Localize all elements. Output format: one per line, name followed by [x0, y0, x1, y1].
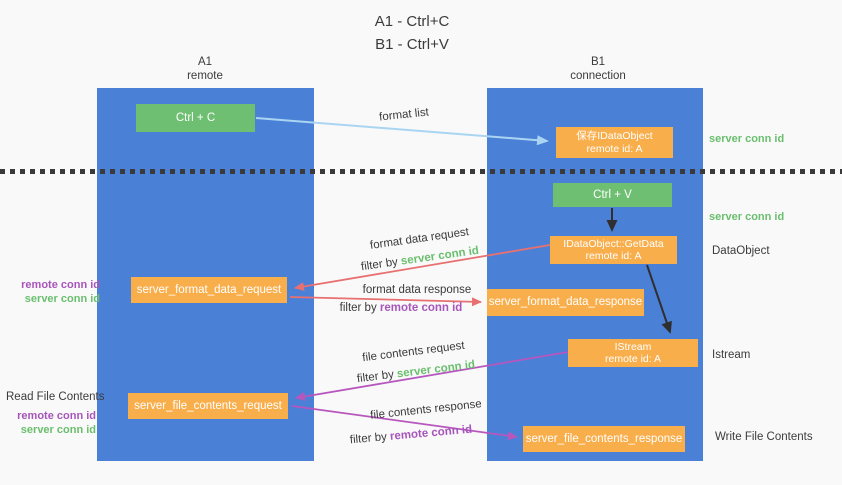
- node-istream: IStream remote id: A: [568, 339, 698, 367]
- node-ctrl-c-label: Ctrl + C: [175, 111, 216, 124]
- annotation-server-conn-id-top: server conn id: [709, 133, 785, 145]
- node-server-format-data-request: server_format_data_request: [131, 277, 287, 303]
- node-istream-line1: IStream: [614, 340, 652, 353]
- annotation-write-file-contents: Write File Contents: [715, 431, 813, 443]
- label-filter-file-contents-response: filter by remote conn id: [346, 423, 477, 447]
- node-idataobject-getdata-line1: IDataObject::GetData: [563, 237, 664, 250]
- node-server-file-contents-response-label: server_file_contents_response: [525, 432, 683, 445]
- lifeline-header-b1: B1 connection: [528, 56, 668, 83]
- filter-prefix: filter by: [349, 430, 391, 447]
- diagram-title: A1 - Ctrl+C B1 - Ctrl+V: [262, 10, 562, 56]
- node-server-format-data-request-label: server_format_data_request: [136, 283, 282, 296]
- filter-prefix: filter by: [360, 255, 402, 274]
- lifeline-a1-title: A1: [197, 56, 213, 68]
- label-format-data-response: format data response: [362, 284, 472, 296]
- label-format-list: format list: [378, 106, 430, 124]
- filter-prefix: filter by: [356, 368, 398, 386]
- title-line-1: A1 - Ctrl+C: [374, 13, 450, 30]
- annotation-remote-conn-id-top: remote conn id: [21, 279, 100, 291]
- lifeline-b1-subtitle: connection: [570, 69, 626, 82]
- phase-separator-dotted-line: [0, 169, 842, 174]
- annotation-server-conn-id-left-bottom: server conn id: [20, 424, 96, 436]
- node-server-file-contents-request: server_file_contents_request: [128, 393, 288, 419]
- node-save-idataobject-line2: remote id: A: [586, 142, 643, 155]
- title-line-2: B1 - Ctrl+V: [375, 36, 449, 53]
- lifeline-b1-title: B1: [590, 56, 606, 68]
- lifeline-a1-subtitle: remote: [187, 69, 223, 82]
- label-filter-format-data-response: filter by remote conn id: [338, 302, 464, 314]
- annotation-conn-ids-bottom: remote conn id server conn id: [8, 409, 96, 437]
- filter-key-server-conn-id: server conn id: [400, 244, 480, 268]
- lifeline-header-a1: A1 remote: [135, 56, 275, 83]
- node-server-format-data-response: server_format_data_response: [487, 289, 644, 316]
- filter-prefix: filter by: [339, 302, 380, 314]
- node-server-file-contents-response: server_file_contents_response: [523, 426, 685, 452]
- node-save-idataobject-line1: 保存IDataObject: [576, 130, 653, 142]
- node-ctrl-v-label: Ctrl + V: [593, 188, 632, 201]
- annotation-dataobject: DataObject: [712, 245, 770, 257]
- node-save-idataobject: 保存IDataObject remote id: A: [556, 127, 673, 158]
- node-server-file-contents-request-label: server_file_contents_request: [134, 399, 282, 412]
- filter-key-remote-conn-id: remote conn id: [389, 423, 473, 443]
- node-istream-line2: remote id: A: [604, 353, 662, 365]
- filter-key-remote-conn-id: remote conn id: [379, 302, 463, 314]
- annotation-server-conn-id-left-top: server conn id: [24, 293, 100, 305]
- filter-key-server-conn-id: server conn id: [396, 358, 476, 381]
- annotation-istream: Istream: [712, 349, 751, 361]
- annotation-conn-ids-top: remote conn id server conn id: [8, 278, 100, 306]
- label-file-contents-response: file contents response: [369, 398, 483, 422]
- annotation-read-file-contents: Read File Contents: [6, 391, 105, 403]
- node-ctrl-c: Ctrl + C: [136, 104, 255, 132]
- node-ctrl-v: Ctrl + V: [553, 183, 672, 207]
- annotation-server-conn-id-mid: server conn id: [709, 211, 785, 223]
- annotation-remote-conn-id-bottom: remote conn id: [17, 410, 96, 422]
- node-idataobject-getdata: IDataObject::GetData remote id: A: [550, 236, 677, 264]
- node-idataobject-getdata-line2: remote id: A: [585, 250, 642, 262]
- node-server-format-data-response-label: server_format_data_response: [488, 296, 643, 308]
